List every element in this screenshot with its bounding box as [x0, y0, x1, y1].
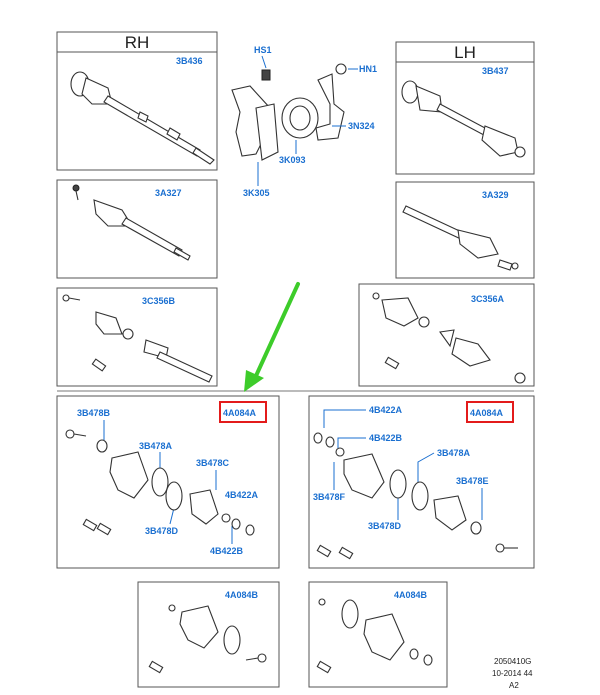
label-rh-4a084a: 4A084A: [223, 408, 257, 418]
label-3a329: 3A329: [482, 190, 509, 200]
label-3a327: 3A327: [155, 188, 182, 198]
highlight-lh-kit: [466, 401, 514, 423]
footer-code: 2050410G: [494, 657, 531, 666]
lh-driveshaft-drawing: [401, 80, 526, 158]
label-lh-4b422b: 4B422B: [369, 433, 403, 443]
label-hs1: HS1: [254, 45, 272, 55]
lh-kit-drawing: [313, 432, 518, 560]
lh-driveshaft-panel: LH 3B437: [395, 41, 535, 175]
label-lh-4b422a: 4B422A: [369, 405, 403, 415]
rh-kit-panel: 4A084A 3B478B 3B478A 3B478C 4B422A 3B478…: [56, 395, 280, 569]
rh-kit-drawing: [65, 429, 255, 536]
rh-inner-joint-drawing: [72, 184, 191, 261]
rh-outer-joint-drawing: [62, 294, 213, 383]
label-4a084b-left: 4A084B: [225, 590, 259, 600]
label-hn1: HN1: [359, 64, 377, 74]
boot-kit-left-drawing: [148, 604, 267, 674]
label-lh-3b478f: 3B478F: [313, 492, 346, 502]
label-rh-3b478c: 3B478C: [196, 458, 230, 468]
label-lh-3b478d: 3B478D: [368, 521, 402, 531]
boot-kit-right-panel: 4A084B: [308, 581, 448, 688]
label-rh-3b478b: 3B478B: [77, 408, 111, 418]
highlight-rh-kit: [219, 401, 267, 423]
rh-driveshaft-panel: RH 3B436: [56, 31, 218, 171]
label-3k305: 3K305: [243, 188, 270, 198]
label-3c356a: 3C356A: [471, 294, 505, 304]
label-lh-4a084a: 4A084A: [470, 408, 504, 418]
rh-outer-joint-panel: 3C356B: [56, 287, 218, 387]
rh-heading: RH: [125, 33, 150, 52]
drawing-footer: 2050410G 10-2014 44 A2: [492, 657, 533, 690]
label-rh-3b478a: 3B478A: [139, 441, 173, 451]
lh-outer-joint-drawing: [372, 292, 526, 384]
rh-driveshaft-drawing: [70, 71, 215, 165]
label-3k093: 3K093: [279, 155, 306, 165]
label-rh-4b422b: 4B422B: [210, 546, 244, 556]
label-3b437: 3B437: [482, 66, 509, 76]
lh-inner-joint-drawing: [402, 205, 519, 271]
footer-date: 10-2014 44: [492, 669, 533, 678]
label-rh-4b422a: 4B422A: [225, 490, 259, 500]
green-arrow: [244, 282, 300, 392]
boot-kit-left-panel: 4A084B: [137, 581, 280, 688]
lh-heading: LH: [454, 43, 476, 62]
label-rh-3b478d: 3B478D: [145, 526, 179, 536]
center-bearing-assembly: HS1 HN1 3N324 3K093 3K305: [231, 45, 377, 198]
label-3b436: 3B436: [176, 56, 203, 66]
label-3c356b: 3C356B: [142, 296, 176, 306]
label-lh-3b478e: 3B478E: [456, 476, 489, 486]
boot-kit-right-drawing: [316, 598, 433, 674]
label-4a084b-right: 4A084B: [394, 590, 428, 600]
lh-inner-joint-panel: 3A329: [395, 181, 535, 279]
rh-inner-joint-panel: 3A327: [56, 179, 218, 279]
footer-rev: A2: [509, 681, 519, 690]
lh-kit-panel: 4A084A 4B422A 4B422B 3B478A 3B478F 3B478…: [308, 395, 535, 569]
label-3n324: 3N324: [348, 121, 375, 131]
label-lh-3b478a: 3B478A: [437, 448, 471, 458]
lh-outer-joint-panel: 3C356A: [358, 283, 535, 387]
